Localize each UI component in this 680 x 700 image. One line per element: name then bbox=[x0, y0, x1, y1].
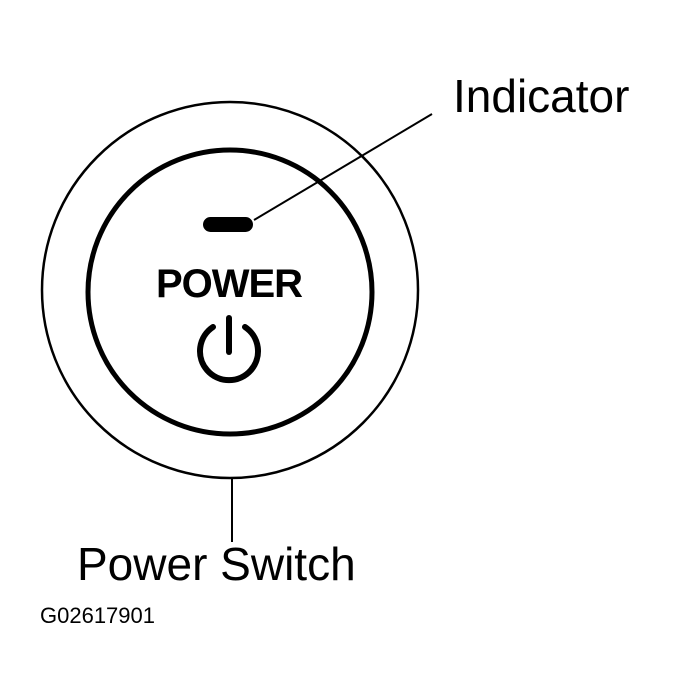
figure-code: G02617901 bbox=[40, 603, 155, 628]
indicator-leader-line bbox=[253, 113, 433, 221]
indicator-light-icon bbox=[203, 217, 253, 232]
power-switch-label: Power Switch bbox=[77, 538, 356, 590]
power-button-ring bbox=[85, 147, 375, 437]
power-icon bbox=[197, 315, 261, 384]
outer-bezel-ring bbox=[40, 100, 420, 480]
indicator-label: Indicator bbox=[453, 70, 629, 122]
button-power-text: POWER bbox=[156, 262, 303, 306]
